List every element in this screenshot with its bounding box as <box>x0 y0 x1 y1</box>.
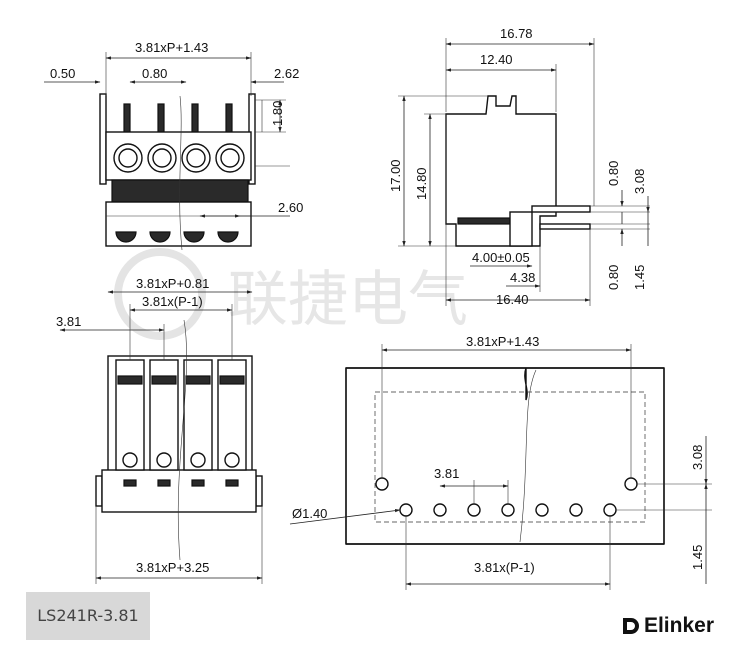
dim-pcb-span: 3.81x(P-1) <box>474 560 535 575</box>
dim-pcb-308: 3.08 <box>690 445 705 470</box>
dim-pcb-145: 1.45 <box>690 545 705 570</box>
dim-pin-438: 4.38 <box>510 270 535 285</box>
dim-latch: 2.60 <box>278 200 303 215</box>
watermark: 联捷电气 <box>114 248 468 340</box>
dim-left-offset: 0.50 <box>50 66 75 81</box>
brand-name: Elinker <box>643 614 714 637</box>
side-view <box>445 95 591 247</box>
front-view-dimensions <box>59 290 263 584</box>
dim-height-body: 14.80 <box>414 167 429 200</box>
dim-right-offset: 2.62 <box>274 66 299 81</box>
dim-front-bottom: 3.81xP+3.25 <box>136 560 209 575</box>
front-view <box>95 319 263 561</box>
dim-front-pitch: 3.81x(P-1) <box>142 294 203 309</box>
dim-pcb-hole: Ø1.40 <box>292 506 327 521</box>
top-view-dimensions <box>44 52 290 218</box>
brand-logo: Elinker <box>621 612 714 640</box>
dim-pin-08b: 0.80 <box>606 265 621 290</box>
dim-pcb-width: 3.81xP+1.43 <box>466 334 539 349</box>
dim-pin-top: 1.80 <box>270 101 285 126</box>
dim-top-width: 3.81xP+1.43 <box>135 40 208 55</box>
pcb-dimensions <box>289 344 712 590</box>
dim-height-total: 17.00 <box>388 159 403 192</box>
dim-side-upper: 12.40 <box>480 52 513 67</box>
dim-pin-pos: 4.00±0.05 <box>472 250 530 265</box>
dim-front-381: 3.81 <box>56 314 81 329</box>
elinker-logo-icon <box>622 618 639 634</box>
dim-pcb-pitch: 3.81 <box>434 466 459 481</box>
top-view <box>99 93 256 251</box>
model-badge: LS241R-3.81 <box>26 592 150 640</box>
dim-pin-08a: 0.80 <box>606 161 621 186</box>
svg-text:联捷电气: 联捷电气 <box>228 265 468 335</box>
pcb-layout <box>345 367 665 545</box>
dim-front-width: 3.81xP+0.81 <box>136 276 209 291</box>
dim-pin-308: 3.08 <box>632 169 647 194</box>
dim-mid-gap: 0.80 <box>142 66 167 81</box>
side-view-dimensions <box>398 38 650 306</box>
dim-pin-145: 1.45 <box>632 265 647 290</box>
dim-side-bottom: 16.40 <box>496 292 529 307</box>
dim-side-total: 16.78 <box>500 26 533 41</box>
